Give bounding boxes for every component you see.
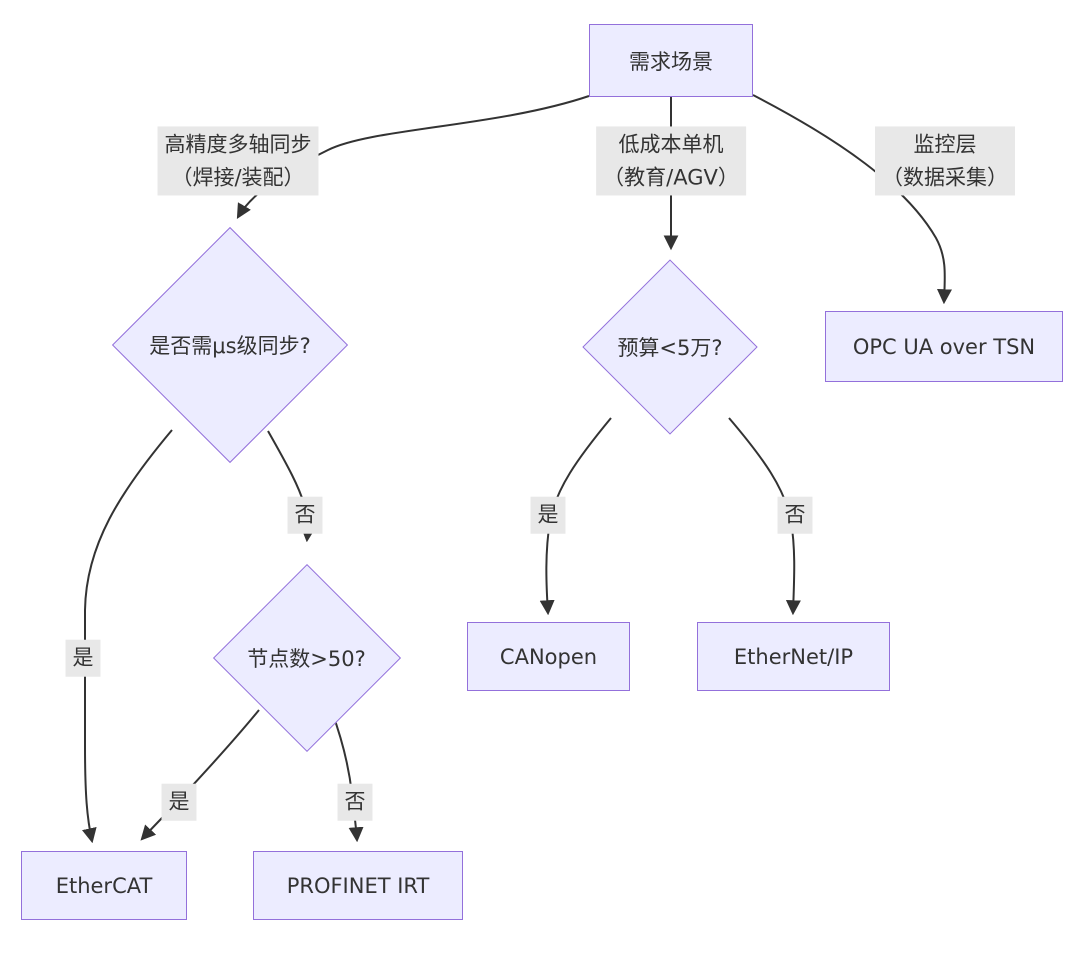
decision-node-count: 节点数>50? — [212, 563, 401, 752]
edge-label-budget-no: 否 — [777, 496, 813, 534]
decision-us-sync: 是否需μs级同步? — [111, 226, 349, 464]
decision-budget: 预算<5万? — [582, 259, 758, 435]
node-ethercat: EtherCAT — [21, 851, 187, 920]
edge-label-low-cost: 低成本单机 （教育/AGV） — [596, 126, 746, 196]
edge-label-line: （教育/AGV） — [603, 165, 739, 189]
edge-label-line: （数据采集） — [882, 165, 1008, 189]
decision-node-count-label: 节点数>50? — [247, 646, 366, 671]
edge-sync-yes-to-ethercat — [81, 429, 173, 844]
edge-label-line: 监控层 — [913, 132, 977, 157]
edge-label-budget-yes: 是 — [530, 496, 566, 534]
decision-us-sync-label: 是否需μs级同步? — [149, 334, 311, 358]
node-canopen: CANopen — [467, 622, 630, 691]
edge-label-line: （焊接/装配） — [171, 165, 305, 189]
node-profinet-irt: PROFINET IRT — [253, 851, 463, 920]
edge-label-line: 低成本单机 — [618, 132, 724, 157]
node-opc-ua-over-tsn: OPC UA over TSN — [825, 311, 1063, 382]
edge-label-nodes-no: 否 — [337, 783, 373, 821]
edge-label-line: 高精度多轴同步 — [164, 132, 312, 157]
edge-label-sync-no: 否 — [287, 496, 323, 534]
node-ethernet-ip: EtherNet/IP — [697, 622, 890, 691]
node-requirement-scenario: 需求场景 — [589, 24, 753, 97]
edge-label-nodes-yes: 是 — [161, 783, 197, 821]
edge-label-high-precision: 高精度多轴同步 （焊接/装配） — [157, 126, 319, 196]
edge-label-sync-yes: 是 — [65, 639, 101, 677]
edge-label-monitoring: 监控层 （数据采集） — [875, 126, 1015, 196]
decision-budget-label: 预算<5万? — [617, 336, 723, 360]
